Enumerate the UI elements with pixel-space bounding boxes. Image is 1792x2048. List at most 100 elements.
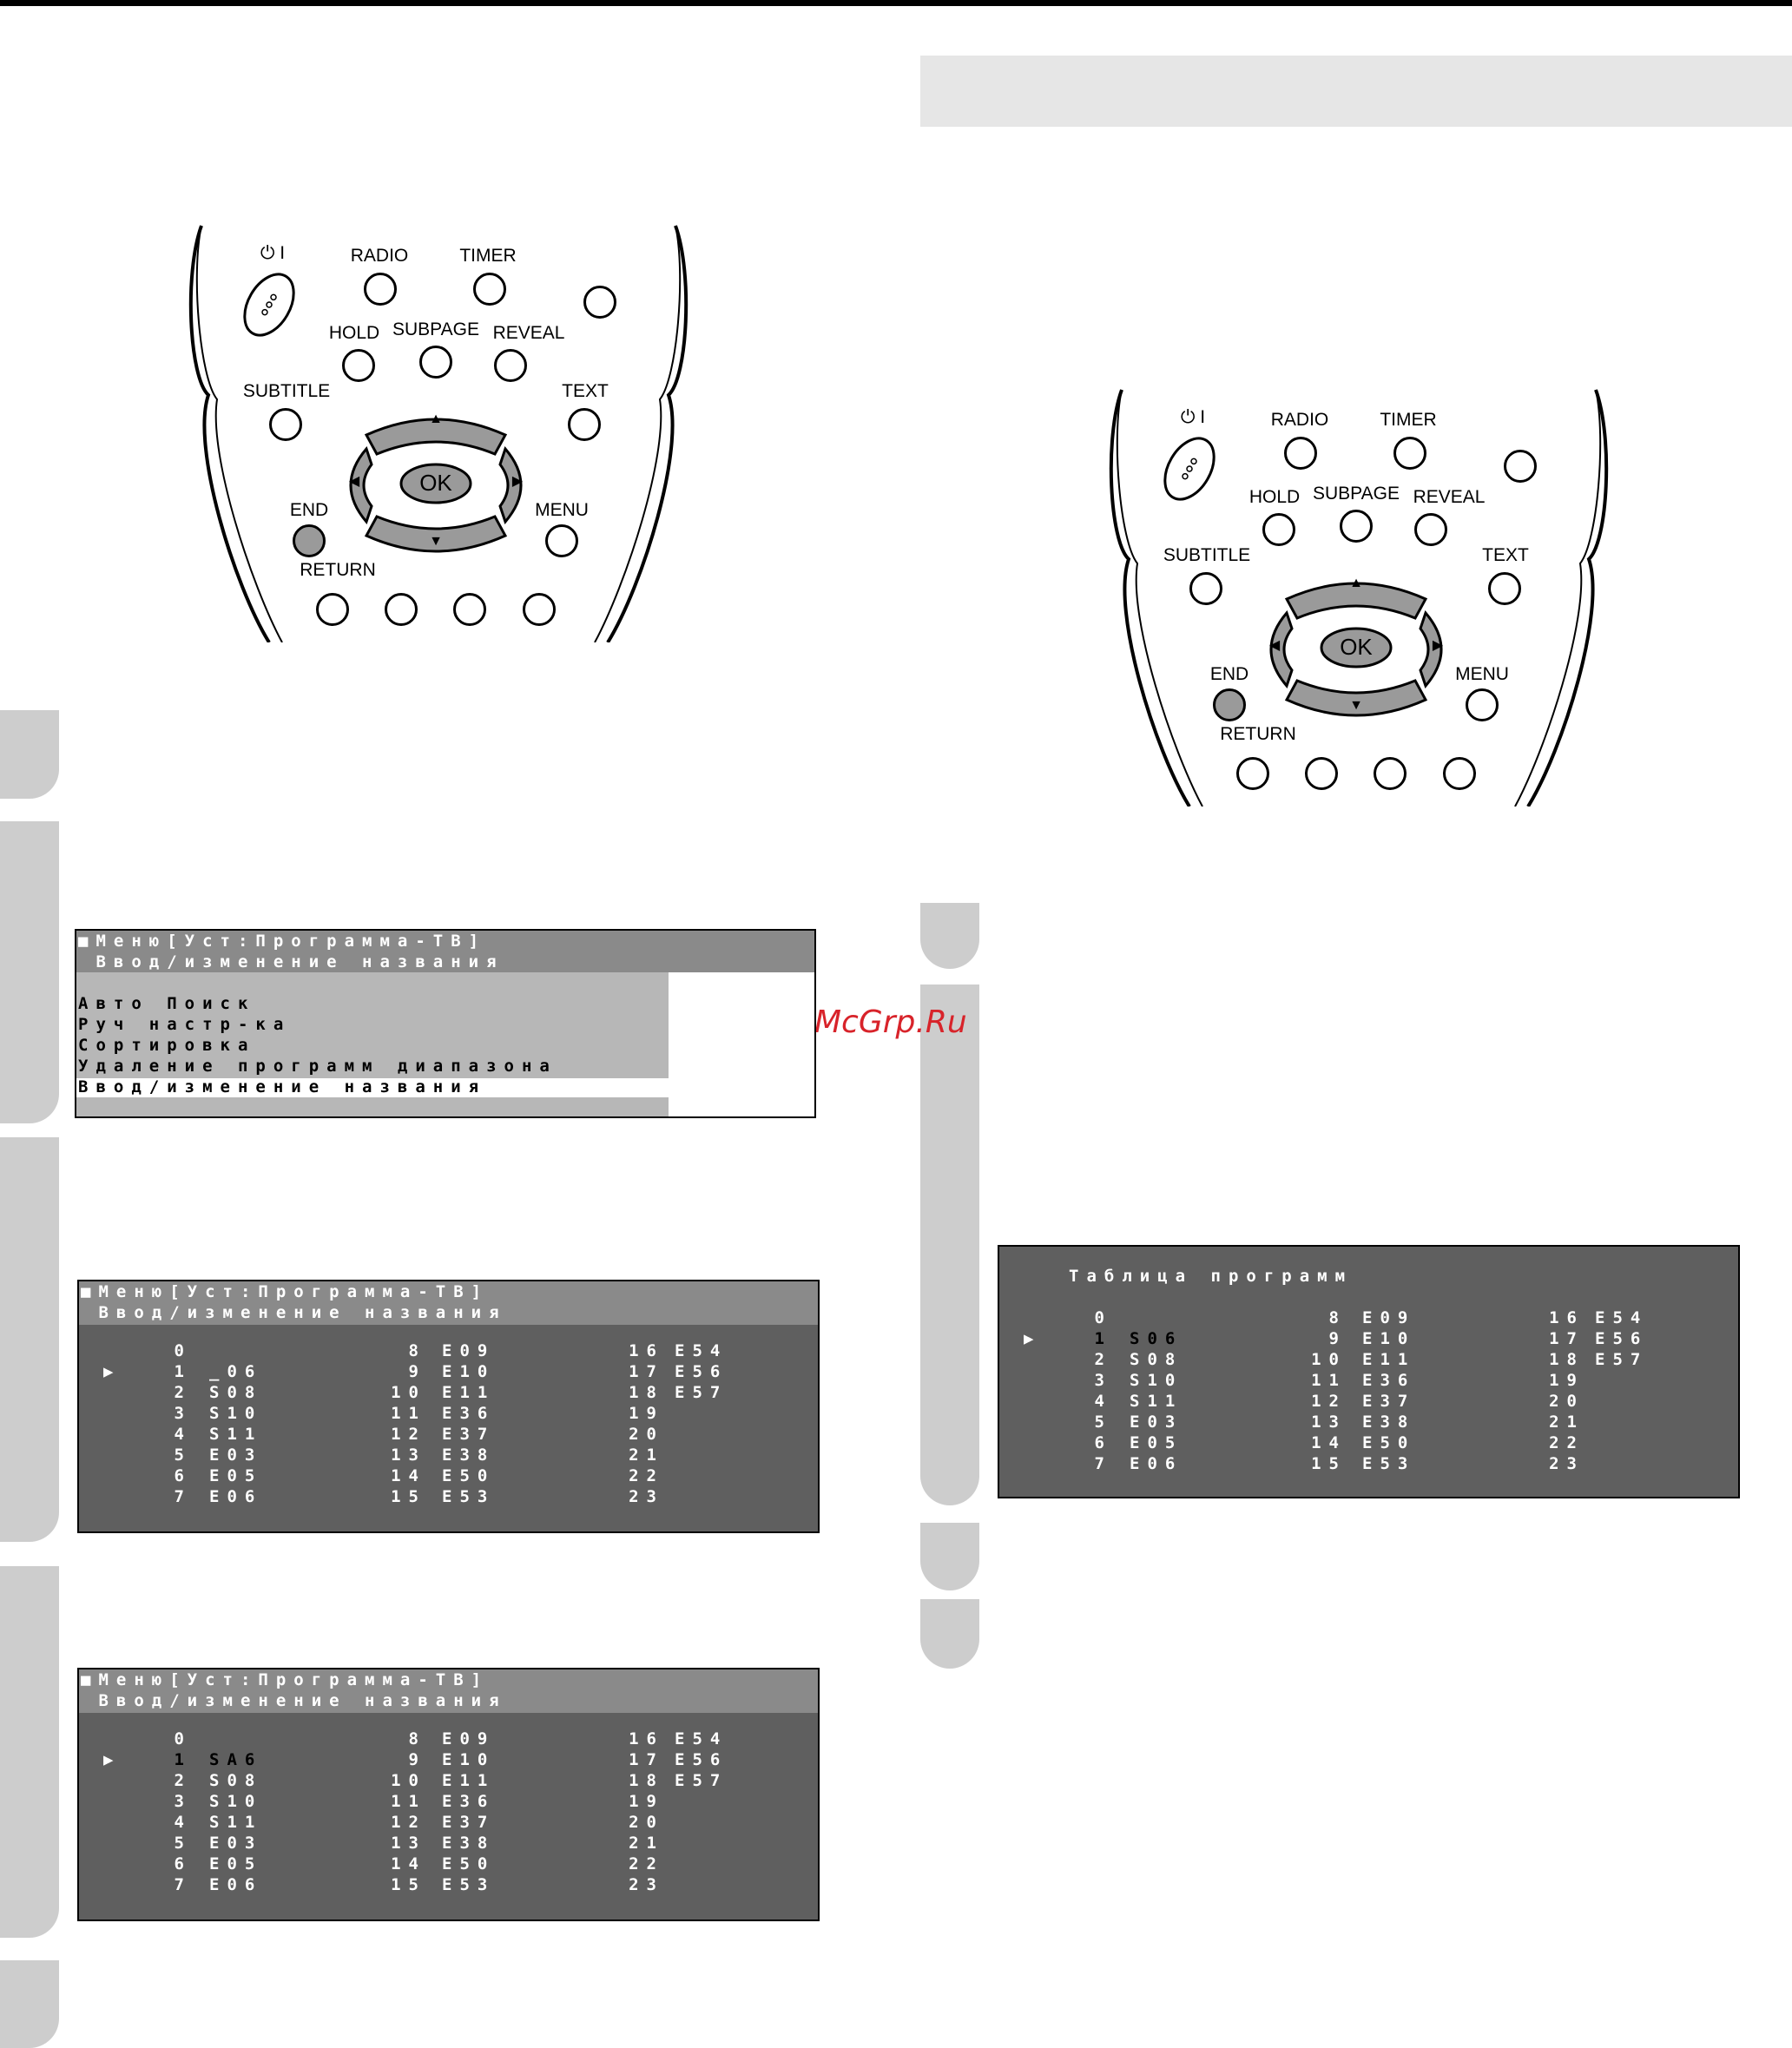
subtitle-label: SUBTITLE	[1163, 545, 1251, 565]
prog-name: E57	[1595, 1350, 1649, 1369]
prog-num: 9	[1328, 1329, 1347, 1348]
radio-button[interactable]	[1284, 437, 1317, 470]
end-button[interactable]	[293, 524, 326, 557]
end-button[interactable]	[1213, 688, 1246, 721]
prog-num: 18	[629, 1771, 664, 1790]
prog-name-editing[interactable]: SA6	[209, 1750, 263, 1769]
up-arrow-icon[interactable]: ▲	[429, 412, 443, 426]
name-edit-screen-1: ■Меню[Уст:Программа-ТВ] Ввод/изменение н…	[77, 1280, 820, 1533]
ok-button[interactable]: OK	[419, 470, 452, 496]
prog-num: 15	[391, 1487, 426, 1506]
right-arrow-icon[interactable]: ▶	[511, 474, 524, 489]
prog-name-editing[interactable]: _06	[209, 1362, 263, 1381]
prog-num: 18	[629, 1383, 664, 1402]
prog-name: S10	[209, 1792, 263, 1811]
timer-label: TIMER	[1380, 410, 1437, 430]
top-rule	[0, 0, 1792, 6]
color-button-2[interactable]	[385, 593, 418, 626]
left-arrow-icon[interactable]: ◀	[1268, 638, 1281, 653]
reveal-button[interactable]	[494, 349, 527, 382]
menu-button[interactable]	[545, 524, 578, 557]
reveal-button[interactable]	[1414, 513, 1447, 546]
prog-name: E54	[675, 1341, 728, 1360]
prog-num: 3	[174, 1792, 192, 1811]
timer-label: TIMER	[459, 246, 517, 266]
color-button-1[interactable]	[316, 593, 349, 626]
prog-name-selected[interactable]: S06	[1130, 1329, 1183, 1348]
prog-num: 4	[1094, 1392, 1112, 1411]
prog-name: E05	[209, 1466, 263, 1485]
prog-num: 20	[1549, 1392, 1584, 1411]
remote-control-right: ⏻ I RADIO TIMER HOLD SUBPAGE REVEAL SUBT…	[1094, 385, 1624, 807]
right-step-tab-4	[920, 1599, 979, 1669]
hold-button[interactable]	[1262, 513, 1295, 546]
prog-name: E50	[442, 1854, 496, 1873]
teletext-mix-button[interactable]	[583, 286, 616, 319]
color-button-4[interactable]	[523, 593, 556, 626]
down-arrow-icon[interactable]: ▼	[429, 534, 443, 549]
prog-num: 16	[629, 1729, 664, 1748]
step-tab-4	[0, 1566, 59, 1938]
subpage-label: SUBPAGE	[392, 319, 479, 339]
radio-button[interactable]	[364, 273, 397, 306]
subtitle-button[interactable]	[1189, 572, 1222, 605]
prog-num: 12	[391, 1813, 426, 1832]
menu-item-auto-search[interactable]: Авто Поиск	[78, 994, 256, 1013]
timer-button[interactable]	[473, 273, 506, 306]
prog-num: 6	[1094, 1433, 1112, 1452]
menu-button[interactable]	[1466, 688, 1499, 721]
prog-name: E56	[1595, 1329, 1649, 1348]
step-tab-1	[0, 710, 59, 799]
text-label: TEXT	[562, 381, 609, 401]
subpage-button[interactable]	[1340, 510, 1373, 543]
prog-name: E57	[675, 1771, 728, 1790]
text-button[interactable]	[1488, 572, 1521, 605]
menu-item-manual-tune[interactable]: Руч настр-ка	[78, 1015, 292, 1034]
prog-num: 15	[1311, 1454, 1347, 1473]
up-arrow-icon[interactable]: ▲	[1349, 576, 1363, 590]
prog-num: 22	[1549, 1433, 1584, 1452]
prog-num: 23	[1549, 1454, 1584, 1473]
prog-num: 11	[1311, 1371, 1347, 1390]
prog-num: 15	[391, 1875, 426, 1894]
prog-name: E03	[209, 1834, 263, 1853]
prog-name: E56	[675, 1750, 728, 1769]
right-arrow-icon[interactable]: ▶	[1432, 638, 1444, 653]
prog-num: 11	[391, 1404, 426, 1423]
prog-num: 10	[391, 1383, 426, 1402]
color-button-2[interactable]	[1305, 757, 1338, 790]
prog-num: 2	[174, 1383, 192, 1402]
timer-button[interactable]	[1393, 437, 1426, 470]
left-arrow-icon[interactable]: ◀	[348, 474, 360, 489]
prog-num: 16	[1549, 1308, 1584, 1327]
menu-item-sort[interactable]: Сортировка	[78, 1036, 256, 1055]
subtitle-button[interactable]	[269, 408, 302, 441]
return-label: RETURN	[1220, 724, 1296, 744]
prog-name: E09	[1362, 1308, 1416, 1327]
ok-button[interactable]: OK	[1340, 634, 1373, 660]
prog-num: 23	[629, 1487, 664, 1506]
hold-button[interactable]	[342, 349, 375, 382]
prog-num: 0	[174, 1341, 192, 1360]
text-button[interactable]	[568, 408, 601, 441]
prog-num: 8	[408, 1729, 426, 1748]
down-arrow-icon[interactable]: ▼	[1349, 698, 1363, 713]
color-button-4[interactable]	[1443, 757, 1476, 790]
subpage-button[interactable]	[419, 346, 452, 379]
cursor-icon: ▶	[103, 1362, 122, 1381]
prog-num: 14	[1311, 1433, 1347, 1452]
prog-num: 19	[629, 1404, 664, 1423]
screen-header	[79, 1281, 818, 1325]
prog-name: S10	[1130, 1371, 1183, 1390]
step-tab-3	[0, 1137, 59, 1542]
screen-header	[79, 1669, 818, 1713]
screen-title: ■Меню[Уст:Программа-ТВ]	[81, 1670, 490, 1689]
prog-name: S08	[209, 1383, 263, 1402]
color-button-3[interactable]	[453, 593, 486, 626]
color-button-1[interactable]	[1236, 757, 1269, 790]
teletext-mix-button[interactable]	[1504, 450, 1537, 483]
table-title: Таблица программ	[1069, 1267, 1354, 1286]
color-button-3[interactable]	[1374, 757, 1407, 790]
menu-item-name-edit[interactable]: Ввод/изменение названия	[78, 1077, 487, 1096]
menu-item-delete-range[interactable]: Удаление программ диапазона	[78, 1057, 557, 1076]
